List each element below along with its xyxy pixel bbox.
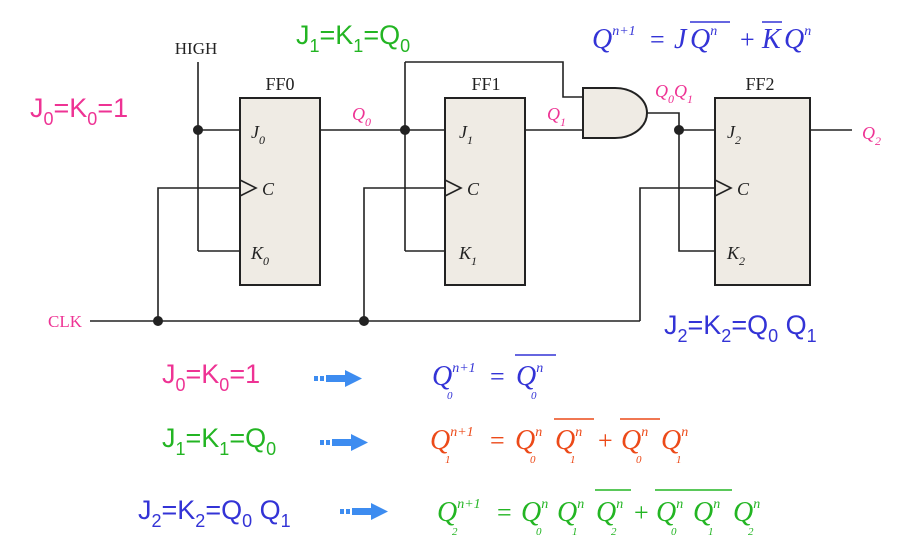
q2-output-label: Q2 xyxy=(862,123,881,148)
q2-term2-b-sub: 1 xyxy=(708,526,714,538)
ff2-k-label: K2 xyxy=(726,243,745,268)
q2-term1-b: Qn xyxy=(557,497,584,528)
j1k1-label-row: J1=K1=Q0 xyxy=(162,423,276,459)
clk-ff0-wire xyxy=(157,187,240,321)
q2-term1-a-sub: 0 xyxy=(536,526,542,538)
q0q1-output-label: Q0Q1 xyxy=(655,81,693,106)
ff0-clock-triangle xyxy=(239,179,258,197)
q1-term1-a-sub: 0 xyxy=(530,454,536,466)
q2-term2-b: Qn xyxy=(693,497,720,528)
general-equation-lhs: Qn+1 xyxy=(592,24,636,55)
q1-term2-b: Qn xyxy=(661,425,688,456)
q2-term2-a: Qn xyxy=(656,497,683,528)
junction-dot xyxy=(153,316,163,326)
ff2-c-label: C xyxy=(737,179,750,199)
general-equation-eq: = xyxy=(650,25,665,54)
q2-term1-c-sub: 2 xyxy=(611,526,617,538)
general-equation-k: K xyxy=(761,24,782,55)
general-jk-equation: Qn+1 = J Qn + K Qn xyxy=(592,21,811,55)
general-equation-plus: + xyxy=(740,25,755,54)
q0-next-eq: = xyxy=(490,362,505,391)
junction-dot xyxy=(400,125,410,135)
flipflop-ff0: FF0 J0 C K0 xyxy=(239,74,321,286)
ff0-j-label: J0 xyxy=(251,122,265,147)
q0-next-lhs-sub: 0 xyxy=(447,390,453,402)
q2-next-equation: Qn+1 2 = Qn 0 Qn 1 Qn 2 + Qn 0 Qn 1 Qn 2 xyxy=(437,489,760,538)
q0-next-rhs-sub: 0 xyxy=(531,390,537,402)
q1-term1-a: Qn xyxy=(515,425,542,456)
j0k0-label-top: J0=K0=1 xyxy=(30,93,128,129)
q1-term1-b: Qn xyxy=(555,425,582,456)
flipflop-ff2: FF2 J2 C K2 xyxy=(714,74,811,286)
q1-term2-a-sub: 0 xyxy=(636,454,642,466)
q2-term1-b-sub: 1 xyxy=(572,526,578,538)
j0k0-label-row: J0=K0=1 xyxy=(162,359,260,395)
q0-to-and-wire xyxy=(405,61,583,98)
arrow-icon xyxy=(314,370,362,387)
and-output-wire xyxy=(647,112,715,252)
q2-term2-c-sub: 2 xyxy=(748,526,754,538)
q1-next-lhs-sub: 1 xyxy=(445,454,451,466)
junction-dot xyxy=(359,316,369,326)
ff1-k-label: K1 xyxy=(458,243,477,268)
arrow-icon xyxy=(320,434,368,451)
q2-next-lhs: Qn+1 xyxy=(437,497,481,528)
q2-term1-a: Qn xyxy=(521,497,548,528)
ff2-clock-triangle xyxy=(714,179,733,197)
general-equation-q: Qn xyxy=(784,24,811,55)
q1-next-equation: Qn+1 1 = Qn 0 Qn 1 + Qn 0 Qn 1 xyxy=(430,418,688,466)
q2-term2-c: Qn xyxy=(733,497,760,528)
q2-next-eq: = xyxy=(497,498,512,527)
ff1-c-label: C xyxy=(467,179,480,199)
arrow-icon xyxy=(340,503,388,520)
q1-term2-a: Qn xyxy=(621,425,648,456)
ff1-box xyxy=(444,97,526,286)
ff2-title: FF2 xyxy=(745,74,774,94)
ff2-j-label: J2 xyxy=(727,122,741,147)
and-gate xyxy=(582,87,648,139)
flipflop-ff1: FF1 J1 C K1 xyxy=(444,74,526,286)
q0-next-rhs: Qn xyxy=(516,361,543,392)
clk-ff2-wire xyxy=(639,187,715,321)
junction-dot xyxy=(193,125,203,135)
q2-next-plus: + xyxy=(634,498,649,527)
ff0-k-label: K0 xyxy=(250,243,269,268)
ff0-box xyxy=(239,97,321,286)
j2k2-label-row: J2=K2=Q0 Q1 xyxy=(138,495,291,531)
general-equation-j: J xyxy=(674,24,688,55)
junctions xyxy=(153,125,684,326)
ff2-box xyxy=(714,97,811,286)
high-label: HIGH xyxy=(175,39,218,58)
q0-output-label: Q0 xyxy=(352,104,371,129)
ff0-title: FF0 xyxy=(265,74,294,94)
q0-next-equation: Qn+1 0 = Qn 0 xyxy=(432,354,556,402)
q2-term2-a-sub: 0 xyxy=(671,526,677,538)
ff1-clock-triangle xyxy=(444,179,463,197)
q2-term1-c: Qn xyxy=(596,497,623,528)
q2-next-lhs-sub: 2 xyxy=(452,526,458,538)
clk-ff1-wire xyxy=(363,187,445,321)
q0-next-lhs: Qn+1 xyxy=(432,361,476,392)
q1-output-label: Q1 xyxy=(547,104,566,129)
ff1-title: FF1 xyxy=(471,74,500,94)
q1-term1-b-sub: 1 xyxy=(570,454,576,466)
q1-next-plus: + xyxy=(598,426,613,455)
j2k2-label-top: J2=K2=Q0 Q1 xyxy=(664,310,817,346)
q1-next-lhs: Qn+1 xyxy=(430,425,474,456)
junction-dot xyxy=(674,125,684,135)
q1-next-eq: = xyxy=(490,426,505,455)
q1-term2-b-sub: 1 xyxy=(676,454,682,466)
ff1-j-label: J1 xyxy=(459,122,473,147)
general-equation-qbar: Qn xyxy=(690,24,717,55)
clk-label: CLK xyxy=(48,312,83,331)
ff0-c-label: C xyxy=(262,179,275,199)
wires xyxy=(90,61,852,322)
j1k1-label-top: J1=K1=Q0 xyxy=(296,20,410,56)
